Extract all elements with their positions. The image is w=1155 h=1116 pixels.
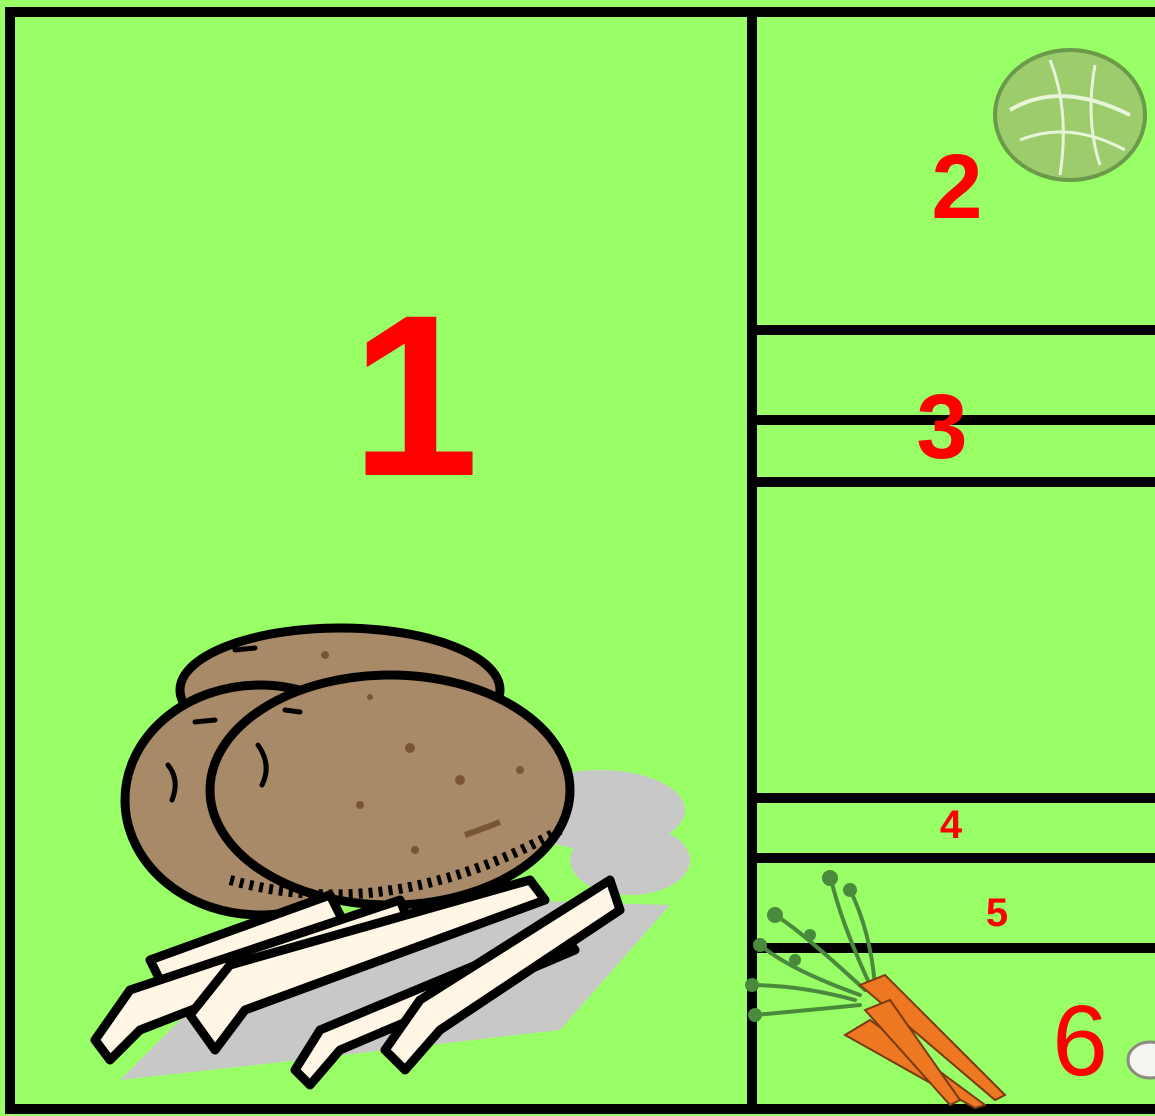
potato-front	[210, 675, 570, 905]
plot-6-label: 6	[1052, 985, 1108, 1097]
plot-5-label: 5	[986, 891, 1008, 935]
plot-1-label: 1	[351, 267, 479, 524]
carrots-icon	[745, 870, 1005, 1108]
potatoes-and-fries-icon	[95, 628, 690, 1085]
leek-icon	[1128, 1042, 1155, 1078]
plot-3-label: 3	[916, 376, 967, 478]
plot-2-label: 2	[931, 136, 982, 238]
cabbage-icon	[995, 50, 1145, 180]
plot-4-label: 4	[940, 803, 963, 847]
potato-shadow-2	[570, 825, 690, 895]
